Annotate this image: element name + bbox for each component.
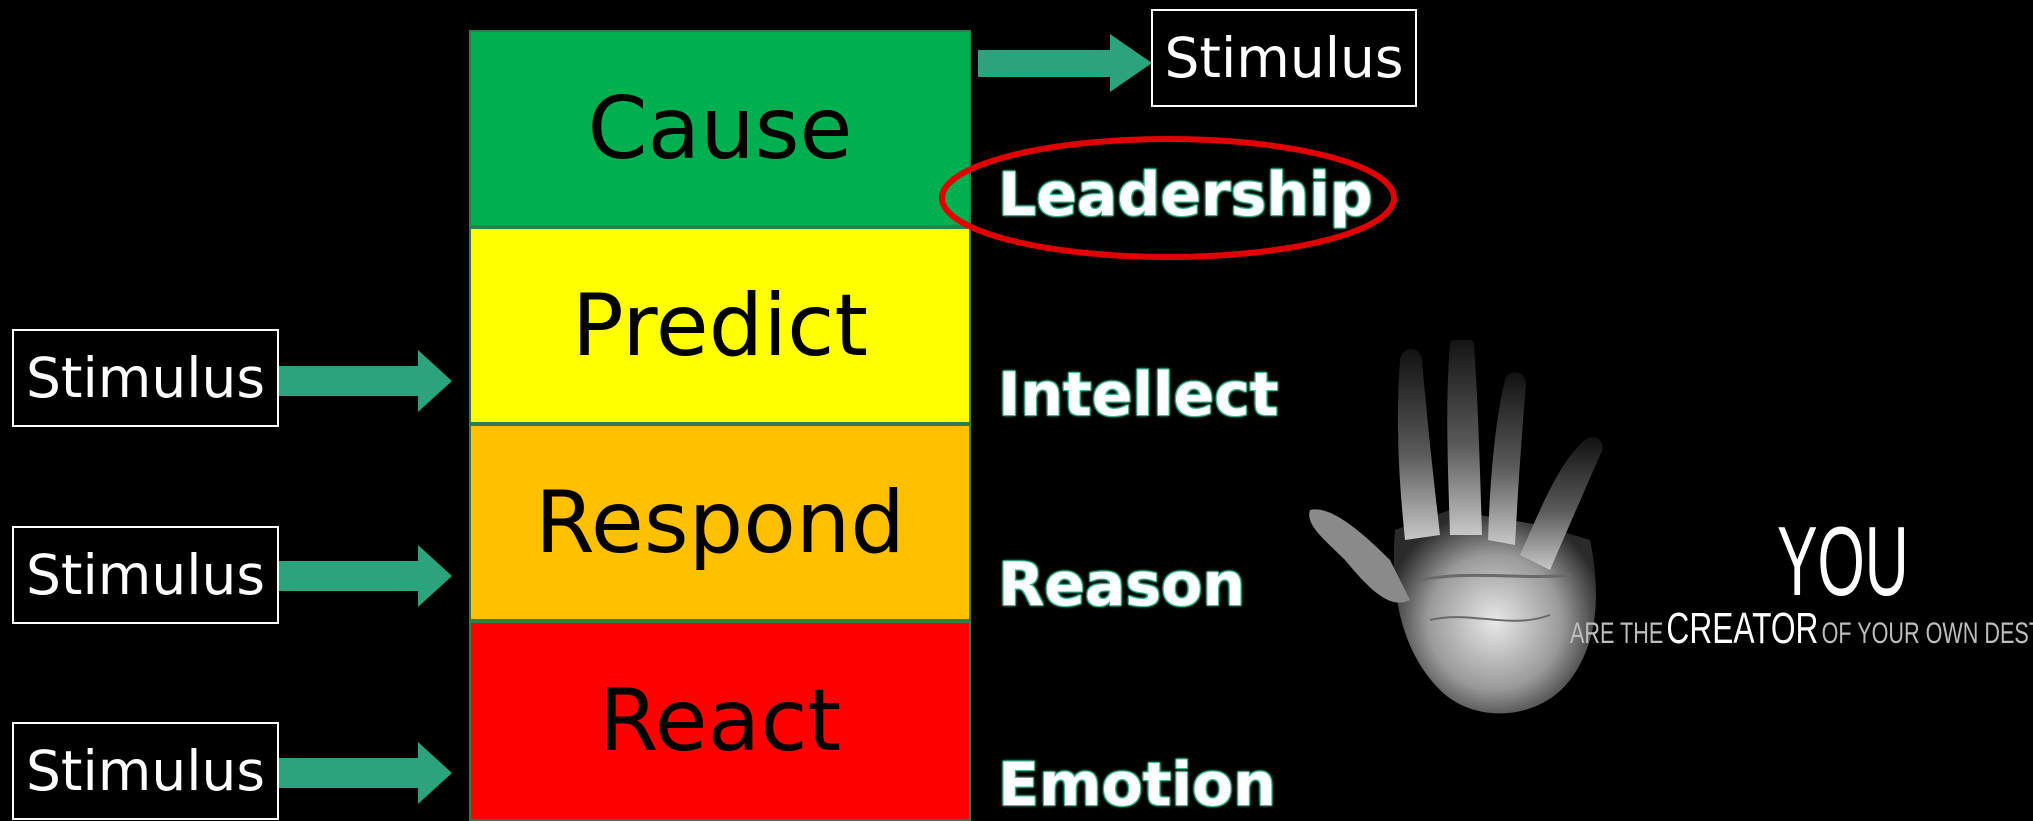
level-react: React [469,621,971,821]
arrow-respond [279,545,452,607]
trait-reason: Reason [998,550,1246,620]
poster-line: ARE THE CREATOR OF YOUR OWN DESTINY. [1570,604,2033,654]
trait-emotion: Emotion [998,750,1276,820]
stimulus-box-predict-label: Stimulus [26,346,265,410]
level-cause-label: Cause [587,78,853,179]
arrow-top-right [978,34,1152,92]
poster-line-creator: CREATOR [1666,604,1819,653]
stimulus-box-predict: Stimulus [12,329,279,427]
level-react-label: React [598,671,842,771]
hand-illustration [1309,340,1603,714]
stimulus-box-top: Stimulus [1151,9,1417,107]
level-predict-label: Predict [571,275,869,376]
trait-intellect: Intellect [998,360,1279,430]
stimulus-box-react: Stimulus [12,722,279,820]
level-predict: Predict [469,227,971,424]
level-respond-label: Respond [535,472,905,573]
arrow-react [279,742,452,804]
arrow-predict [279,350,452,412]
level-respond: Respond [469,424,971,621]
level-cause: Cause [469,30,971,227]
stimulus-box-respond-label: Stimulus [26,543,265,607]
stimulus-box-respond: Stimulus [12,526,279,624]
poster-you: YOU [1777,506,1909,616]
leadership-highlight-ellipse [939,136,1397,260]
trait-leadership: Leadership [998,160,1373,230]
poster-line-post: OF YOUR OWN DESTINY. [1821,617,2033,650]
stimulus-box-top-label: Stimulus [1164,26,1404,90]
poster-line-pre: ARE THE [1570,617,1664,650]
stimulus-box-react-label: Stimulus [26,739,265,803]
